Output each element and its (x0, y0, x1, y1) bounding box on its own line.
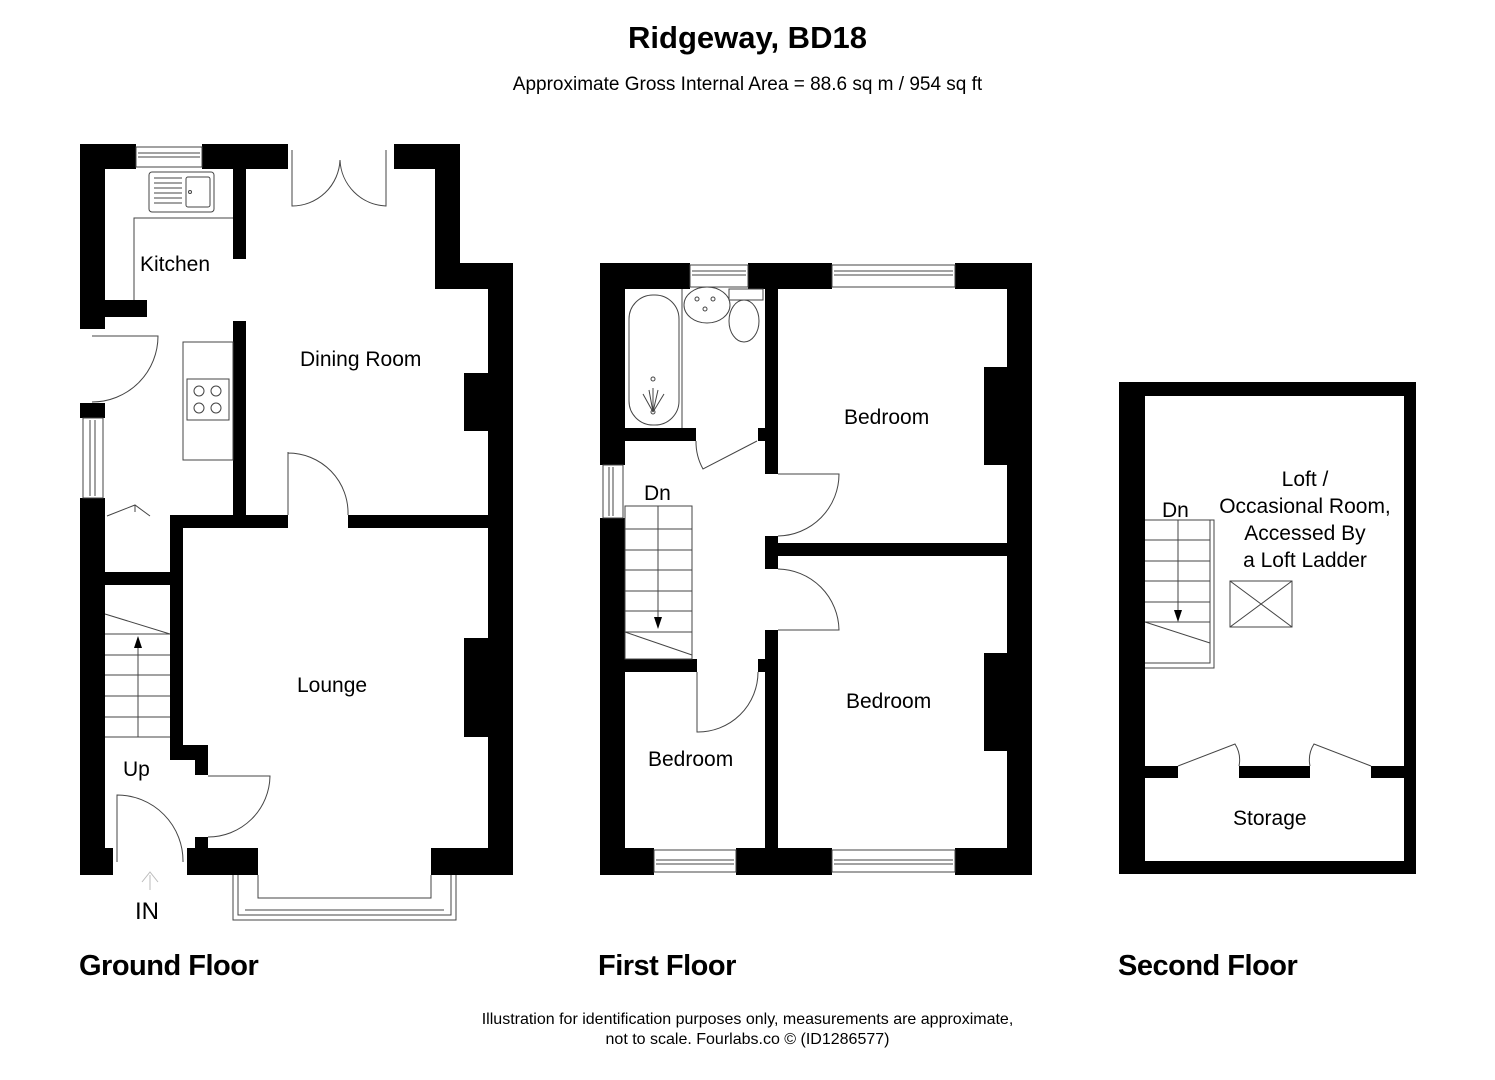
wall (758, 659, 778, 672)
loft-hatch-icon (1229, 580, 1293, 628)
wall (765, 289, 778, 474)
wall (955, 848, 1032, 875)
wall (80, 403, 105, 418)
entrance-arrow-icon (141, 871, 159, 890)
window-icon (82, 417, 104, 499)
wall (488, 263, 513, 875)
wall (233, 321, 246, 521)
basin-icon (683, 286, 731, 324)
entrance-label: IN (135, 898, 159, 925)
wall (431, 848, 513, 875)
room-label-loft: Loft / Occasional Room, Accessed By a Lo… (1219, 468, 1391, 572)
door-icon (207, 775, 271, 838)
wall (736, 848, 832, 875)
room-label-bedroom: Bedroom (846, 690, 932, 713)
room-label-bedroom: Bedroom (648, 748, 734, 771)
floor-label-second: Second Floor (1118, 950, 1298, 982)
door-icon (1177, 743, 1241, 767)
french-doors-icon (291, 150, 387, 207)
wall (600, 848, 654, 875)
wall (348, 515, 488, 528)
down-arrow-icon (654, 617, 662, 629)
window-icon (135, 146, 203, 168)
wall (80, 848, 113, 875)
front-door-icon (116, 794, 184, 863)
plan-title: Ridgeway, BD18 (628, 20, 867, 55)
door-icon (695, 440, 758, 470)
wall (1404, 382, 1416, 874)
gross-internal-area: Approximate Gross Internal Area = 88.6 s… (512, 74, 983, 95)
door-icon (287, 452, 349, 516)
wall (195, 745, 208, 775)
window-icon (689, 264, 749, 288)
wall (748, 263, 832, 289)
stairs-down-label: Dn (1162, 499, 1189, 522)
door-icon (1308, 743, 1372, 767)
staircase-icon (624, 505, 693, 660)
wall (1145, 766, 1178, 778)
stairs-up-label: Up (123, 758, 150, 781)
chimney-breast (464, 373, 488, 431)
wall (600, 518, 625, 875)
room-label-dining-room: Dining Room (300, 348, 422, 371)
wall (1119, 382, 1145, 874)
staircase-icon (1144, 519, 1215, 669)
wall (105, 572, 183, 585)
window-icon (831, 849, 956, 873)
wall (1239, 766, 1310, 778)
wall (765, 543, 1007, 556)
room-label-kitchen: Kitchen (140, 253, 211, 276)
window-icon (831, 264, 956, 288)
wall (105, 300, 147, 317)
bay-window-icon (232, 875, 457, 921)
wall (1119, 382, 1416, 396)
stairs-down-label: Dn (644, 482, 671, 505)
wall (170, 515, 183, 760)
wall (195, 837, 208, 852)
up-arrow-icon (134, 636, 142, 648)
wall (80, 498, 105, 875)
door-icon (91, 335, 159, 403)
wall (187, 848, 258, 875)
kitchen-sink-icon (148, 171, 215, 213)
disclaimer-line-2: not to scale. Fourlabs.co © (ID1286577) (605, 1031, 890, 1048)
down-arrow-icon (1174, 610, 1182, 622)
wall (1007, 263, 1032, 875)
chimney-breast (984, 367, 1007, 465)
chimney-breast (984, 653, 1007, 751)
wall (625, 659, 697, 672)
wall (600, 263, 625, 465)
door-icon (777, 568, 840, 631)
window-icon (602, 464, 624, 519)
chimney-breast (464, 638, 488, 737)
staircase-icon (104, 613, 171, 738)
disclaimer-line-1: Illustration for identification purposes… (481, 1011, 1014, 1028)
wall (765, 630, 778, 848)
window-icon (653, 849, 737, 873)
wall (233, 169, 246, 259)
floor-label-first: First Floor (598, 950, 736, 982)
cupboard-door-icon (106, 504, 151, 517)
hob-icon (182, 341, 234, 461)
wall (1371, 766, 1404, 778)
wall (1119, 861, 1416, 874)
wall (202, 144, 288, 169)
door-icon (696, 671, 759, 733)
room-label-bedroom: Bedroom (844, 406, 930, 429)
room-label-storage: Storage (1233, 807, 1307, 830)
toilet-icon (728, 288, 764, 343)
wall (625, 428, 696, 441)
wall (80, 144, 105, 329)
bath-icon (628, 289, 683, 428)
floor-label-ground: Ground Floor (79, 950, 259, 982)
door-icon (777, 473, 840, 537)
room-label-lounge: Lounge (297, 674, 368, 697)
wall (170, 515, 288, 528)
